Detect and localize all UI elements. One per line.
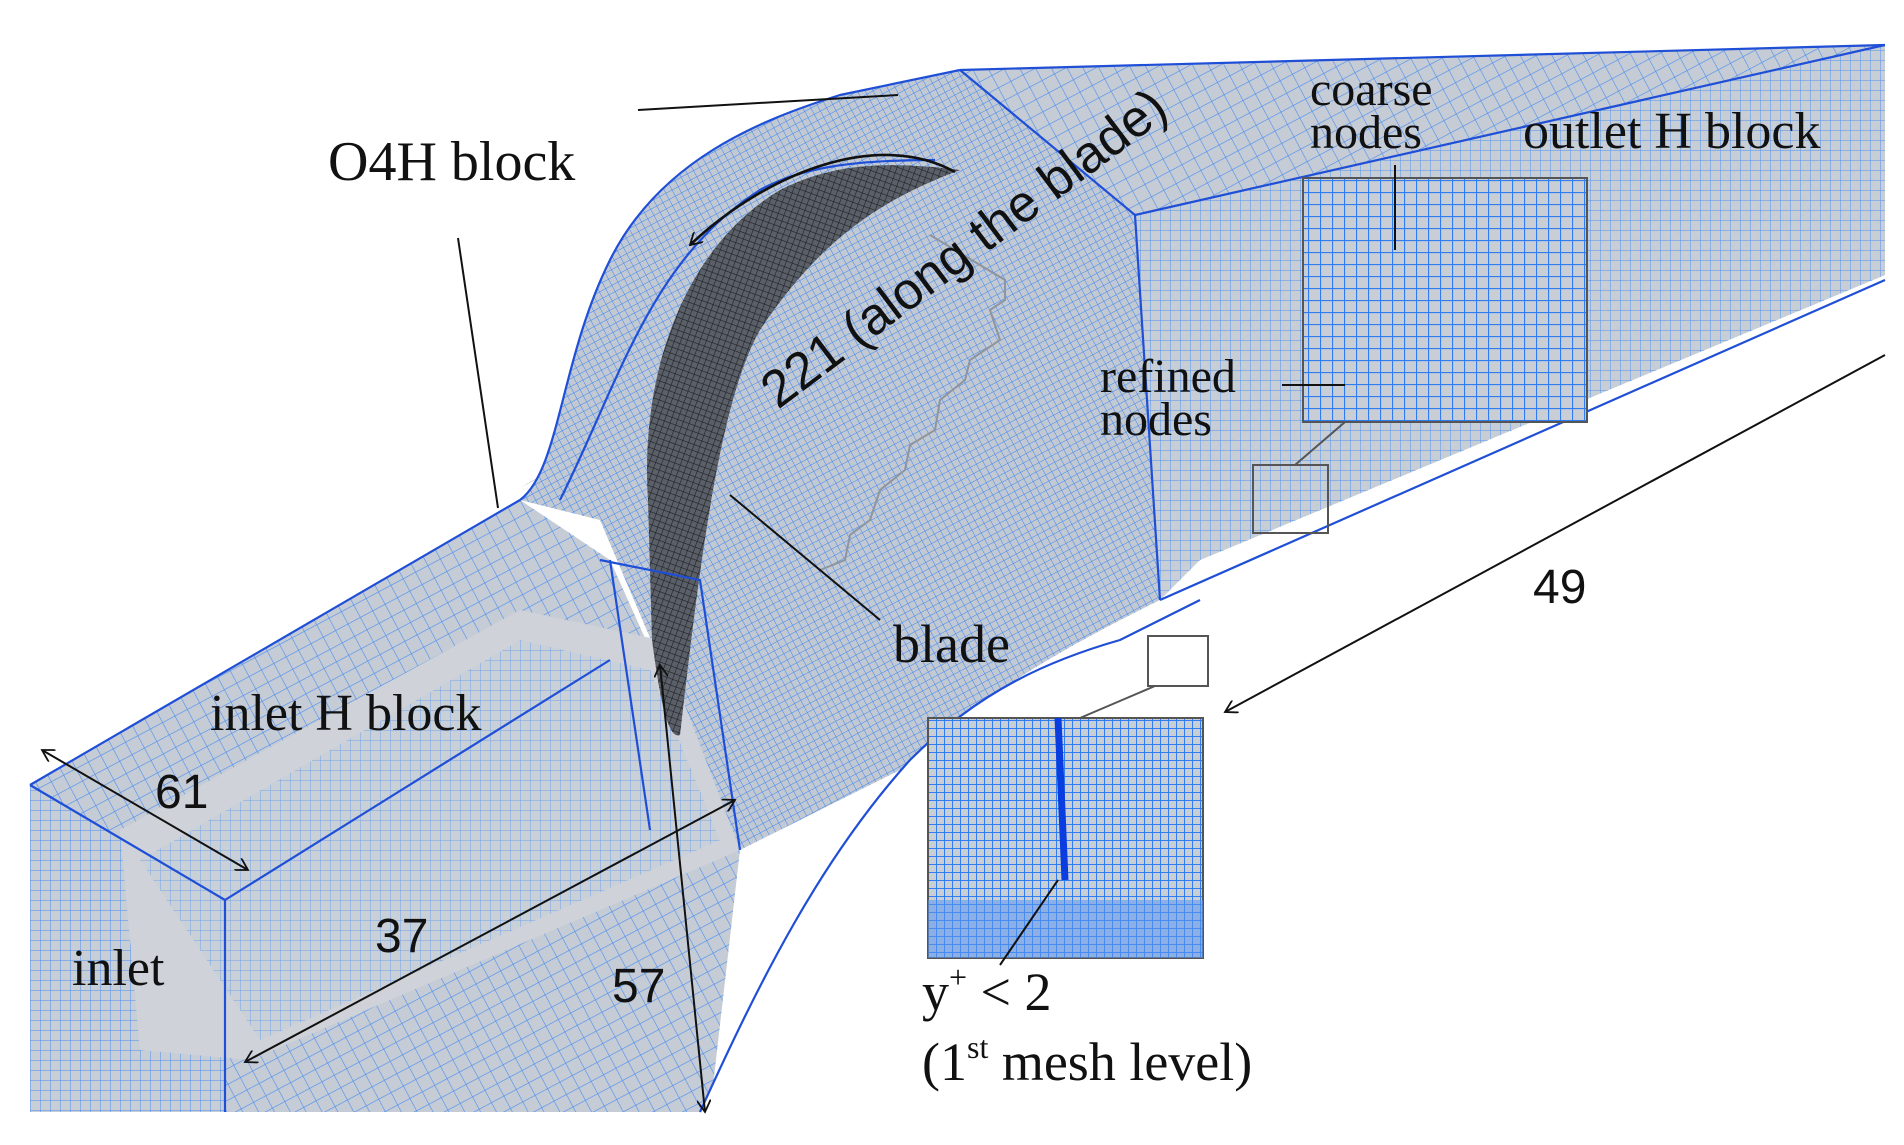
dim-49-arrow bbox=[1225, 354, 1886, 712]
label-inlet: inlet bbox=[72, 940, 165, 997]
blade-arc-arrow bbox=[690, 153, 956, 245]
label-outlet-h-block: outlet H block bbox=[1523, 103, 1821, 160]
inset-source-box-top bbox=[1252, 464, 1329, 534]
dim-61-label: 61 bbox=[155, 766, 208, 819]
inset-source-box-bottom bbox=[1147, 635, 1209, 687]
o4h-stairs bbox=[819, 234, 1006, 571]
dim-57-arrow bbox=[660, 665, 705, 1112]
label-inlet-h-block: inlet H block bbox=[210, 685, 482, 742]
dim-37-arrow bbox=[245, 800, 735, 1062]
label-coarse: coarse bbox=[1310, 63, 1433, 116]
dim-37-label: 37 bbox=[375, 910, 428, 963]
blade-leader bbox=[729, 494, 881, 621]
label-coarse-nodes: nodes bbox=[1310, 106, 1422, 159]
label-mesh-level: (1st mesh level) bbox=[922, 1029, 1252, 1092]
label-o4h-block: O4H block bbox=[328, 131, 575, 193]
zoom-inset-top bbox=[1252, 177, 1588, 534]
zoom-inset-bottom bbox=[927, 635, 1209, 959]
dim-57-label: 57 bbox=[612, 960, 665, 1013]
coarse-refined-inset bbox=[1302, 177, 1588, 423]
annotation-lines bbox=[42, 94, 1886, 1112]
label-refined-nodes: nodes bbox=[1100, 393, 1212, 446]
top-leader bbox=[637, 94, 899, 111]
dim-49-label: 49 bbox=[1533, 561, 1586, 614]
label-blade: blade bbox=[893, 614, 1010, 674]
blade-surface bbox=[647, 165, 960, 736]
o4h-leader bbox=[457, 237, 499, 509]
label-refined: refined bbox=[1100, 350, 1236, 403]
block-edges bbox=[29, 43, 1886, 1113]
yplus-leader bbox=[999, 879, 1059, 966]
label-yplus: y+ < 2 bbox=[922, 959, 1052, 1022]
dim-61-arrow bbox=[42, 750, 248, 870]
